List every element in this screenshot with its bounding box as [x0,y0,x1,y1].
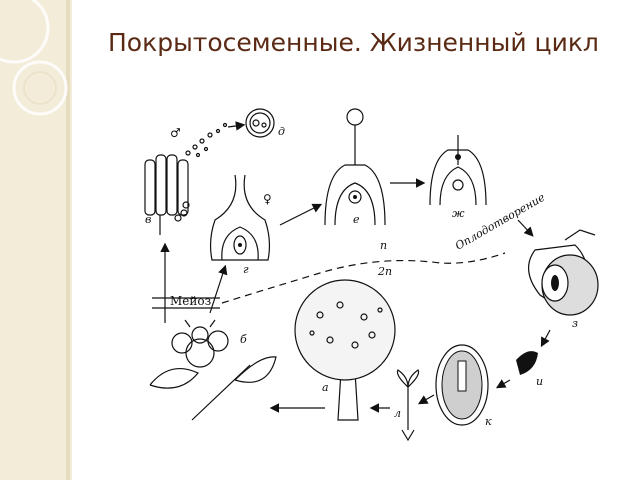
stamen-anther-drawing [144,122,228,235]
decorative-side-stripe [66,0,70,480]
seed-drawing [516,351,538,375]
stage-label-g: г [243,263,249,276]
double-fertilization-drawing [429,135,487,206]
stage-label-v: в [145,213,151,226]
fruit-drawing [528,229,599,316]
slide-title: Покрытосеменные. Жизненный цикл [108,28,599,57]
decorative-circles [0,0,68,116]
stage-label-b: б [240,333,247,346]
male-symbol: ♂ [170,126,181,140]
stage-label-zh: ж [452,207,465,220]
pollen-tube-drawing [324,108,386,226]
pollen-grain-drawing [245,108,275,138]
seedling-drawing [396,369,420,442]
stage-label-k: к [485,415,492,428]
diploid-label: 2n [377,265,392,278]
life-cycle-diagram: ♂ в д ♀ г е ж Оплодотворение [144,108,599,442]
seed-section-drawing [435,344,489,426]
arrow-to-pollen [227,121,246,131]
stage-label-l: л [394,407,401,420]
stage-label-z: з [572,317,578,330]
ovule-drawing [209,174,271,261]
arrow-to-seed [540,329,551,348]
arrow-to-seed-section [495,379,511,389]
stage-label-d: д [278,125,285,138]
arrow-to-fruit [517,219,534,237]
stage-label-a: а [322,381,329,394]
meiosis-label: Мейоз [170,294,211,308]
arrow-to-seedling [417,394,435,405]
ploidy-boundary-line [221,252,506,304]
arrow-meiosis-to-ovule [209,264,228,314]
stage-label-e: е [353,213,360,226]
tree-drawing [294,279,396,421]
flower-drawing [149,319,277,421]
decorative-side-panel [0,0,72,480]
arrow-ovule-to-pollination [279,203,323,226]
female-symbol: ♀ [263,192,272,206]
haploid-label: n [380,239,387,252]
fertilization-label: Оплодотворение [453,191,548,253]
stage-label-i: и [536,375,543,388]
